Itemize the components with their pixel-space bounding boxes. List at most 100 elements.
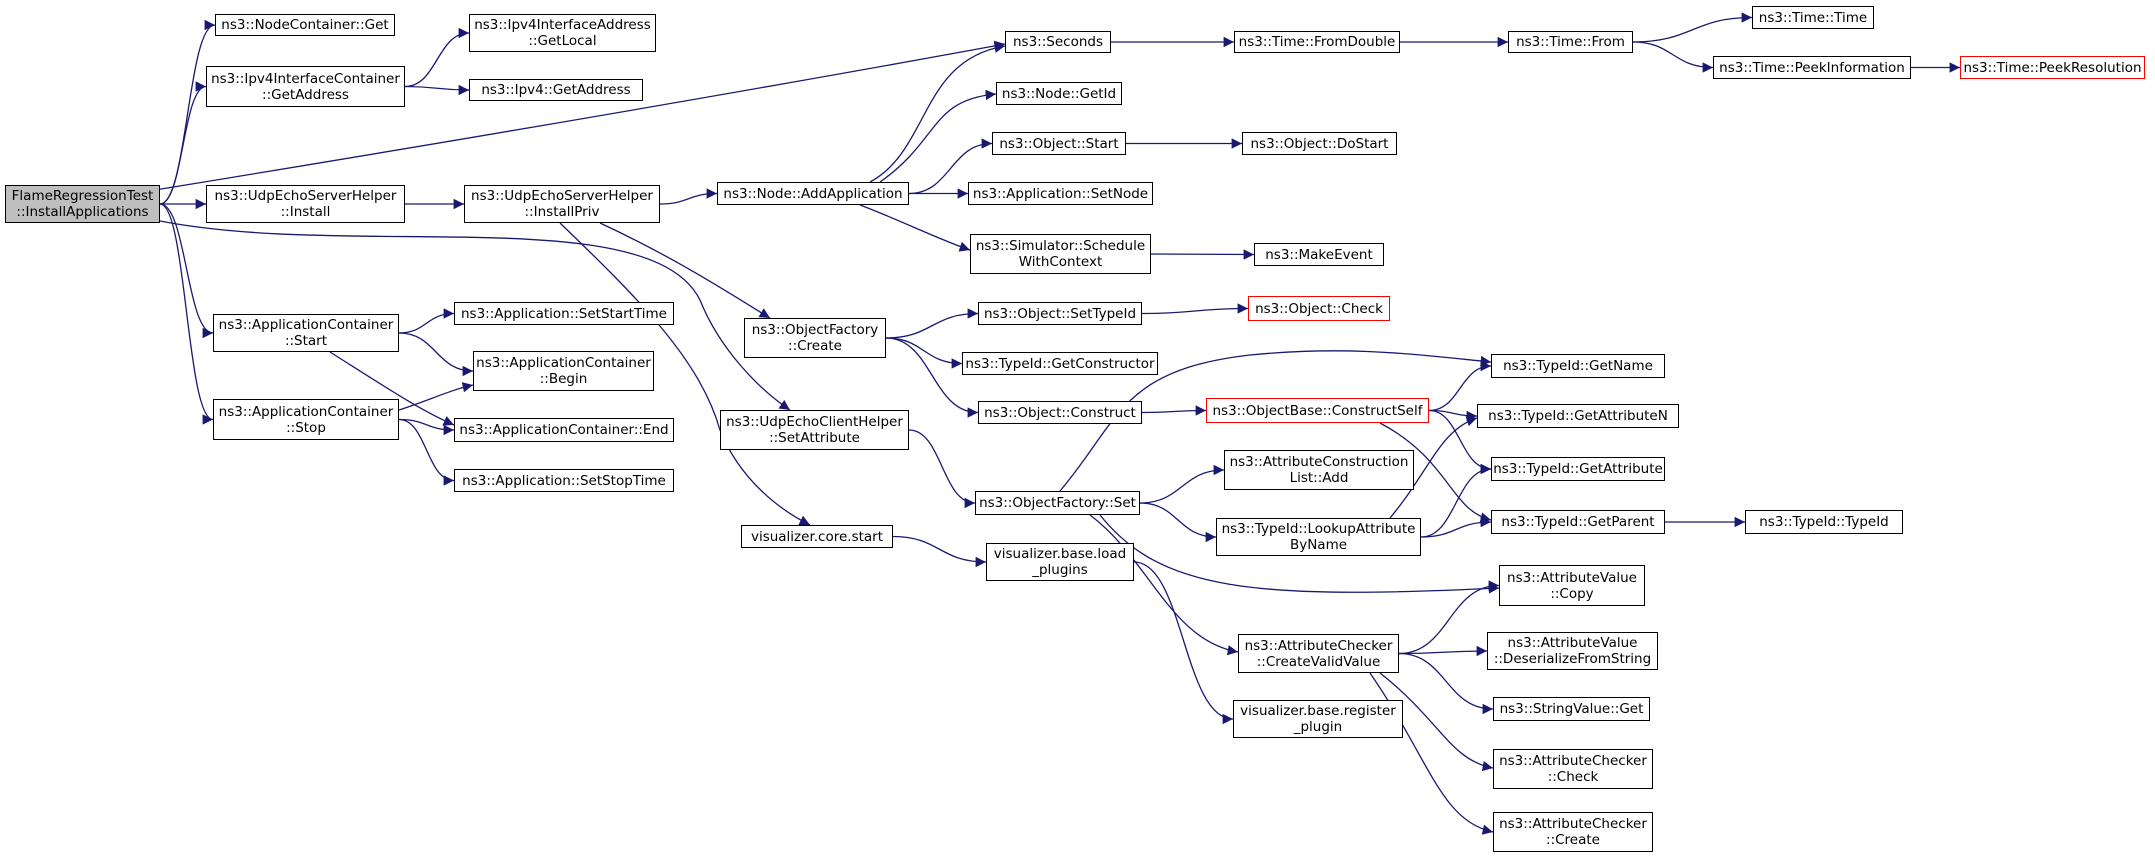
call-edge-attrchecker-createvalid-to-attrvalue-deserialize [1398,645,1488,657]
graph-node-label: List::Add [1289,470,1349,486]
graph-node-object-start[interactable]: ns3::Object::Start [992,132,1126,155]
graph-node-label: ns3::Ipv4InterfaceContainer [211,70,400,87]
graph-node-label: ns3::AttributeChecker [1244,637,1393,654]
call-edge-objfactory-set-to-attrchecker-createvalid [1089,514,1239,656]
graph-node-label: ns3::Node::AddApplication [723,185,903,202]
graph-node-label: ns3::Ipv4::GetAddress [481,82,631,98]
graph-node-node-getid[interactable]: ns3::Node::GetId [996,82,1122,105]
graph-node-label: ns3::AttributeValue [1507,635,1638,651]
graph-node-label: ns3::TypeId::GetConstructor [965,355,1155,372]
graph-node-label: ns3::AttributeChecker [1499,753,1647,769]
graph-node-label: ns3::ApplicationContainer [218,403,394,420]
call-edge-objfactory-set-to-typeid-lookupattr [1139,502,1217,543]
graph-node-app-setstoptime[interactable]: ns3::Application::SetStopTime [454,469,674,492]
call-edge-ueshelper-installpriv-to-viz-core-start [559,222,811,526]
graph-node-uechelper-setattr[interactable]: ns3::UdpEchoClientHelper::SetAttribute [720,410,909,450]
graph-node-typeid-getattrn[interactable]: ns3::TypeId::GetAttributeN [1477,404,1679,428]
graph-node-viz-core-start[interactable]: visualizer.core.start [741,525,893,548]
graph-node-label: ::Stop [286,419,326,436]
graph-node-label: visualizer.base.register [1240,703,1396,719]
graph-node-label: ns3::TypeId::TypeId [1759,514,1889,530]
graph-node-label: ns3::AttributeValue [1507,569,1637,586]
graph-node-label: ::SetAttribute [769,430,860,446]
call-edge-uechelper-setattr-to-objfactory-set [908,429,976,509]
call-edge-root-to-ipv4ic-getaddr [159,81,207,205]
graph-node-label: _plugin [1293,719,1343,735]
graph-node-time-fromdouble[interactable]: ns3::Time::FromDouble [1234,31,1400,53]
graph-node-node-addapp[interactable]: ns3::Node::AddApplication [717,182,909,205]
graph-node-typeid-typeid[interactable]: ns3::TypeId::TypeId [1745,510,1903,534]
graph-node-label: ns3::Time::From [1516,34,1625,50]
graph-node-label: ns3::AttributeConstruction [1229,454,1409,470]
graph-node-stringvalue-get[interactable]: ns3::StringValue::Get [1493,697,1650,721]
graph-node-attrchecker-check[interactable]: ns3::AttributeChecker::Check [1493,749,1653,789]
graph-node-appc-start[interactable]: ns3::ApplicationContainer::Start [213,314,399,352]
graph-node-makeevent[interactable]: ns3::MakeEvent [1254,243,1384,266]
graph-node-label: ns3::Object::Start [999,135,1119,152]
graph-node-label: ns3::Object::Construct [984,404,1136,421]
graph-node-viz-base-load[interactable]: visualizer.base.load_plugins [986,543,1134,581]
call-edge-node-addapp-to-node-getid [879,89,997,183]
call-edge-objfactory-create-to-object-construct [885,337,979,418]
graph-node-attrvalue-copy[interactable]: ns3::AttributeValue::Copy [1499,565,1645,606]
call-edge-ipv4ic-getaddr-to-ipv4-getaddr [404,84,470,96]
call-edge-time-from-to-time-peekinfo [1632,41,1714,73]
graph-node-object-check[interactable]: ns3::Object::Check [1248,296,1390,321]
call-edge-appc-stop-to-appc-end [398,418,455,436]
graph-node-label: ns3::Application::SetStopTime [462,472,666,489]
graph-node-objfactory-create[interactable]: ns3::ObjectFactory::Create [744,318,886,358]
graph-node-label: ns3::Application::SetNode [972,185,1149,202]
graph-node-label: ::InstallPriv [524,204,600,220]
graph-node-label: ::GetAddress [262,86,349,103]
graph-node-attrchecker-create[interactable]: ns3::AttributeChecker::Create [1493,812,1653,852]
graph-node-label: ns3::TypeId::GetName [1503,358,1653,374]
graph-node-appc-stop[interactable]: ns3::ApplicationContainer::Stop [213,399,399,440]
graph-node-time-peekinfo[interactable]: ns3::Time::PeekInformation [1713,56,1911,79]
call-edge-objfactory-create-to-object-settypeid [885,308,979,339]
graph-node-objfactory-set[interactable]: ns3::ObjectFactory::Set [975,491,1140,515]
graph-node-label: ::Start [284,333,328,349]
call-edge-viz-core-start-to-viz-base-load [892,535,987,568]
graph-node-label: ns3::Simulator::Schedule [975,238,1146,254]
graph-node-object-dostart[interactable]: ns3::Object::DoStart [1242,132,1397,155]
graph-node-label: ns3::TypeId::GetAttribute [1493,461,1663,477]
call-edge-objbase-constructself-to-typeid-getparent [1379,422,1492,523]
graph-node-ueshelper-install[interactable]: ns3::UdpEchoServerHelper::Install [206,185,405,223]
call-edge-objfactory-create-to-typeid-getctor [885,337,963,369]
graph-node-ipv4-getaddr[interactable]: ns3::Ipv4::GetAddress [469,79,643,101]
graph-node-attrvalue-deserialize[interactable]: ns3::AttributeValue::DeserializeFromStri… [1487,632,1658,670]
graph-node-app-setnode[interactable]: ns3::Application::SetNode [968,182,1153,205]
graph-node-time-time[interactable]: ns3::Time::Time [1752,6,1874,29]
graph-node-typeid-getctor[interactable]: ns3::TypeId::GetConstructor [962,352,1158,375]
graph-node-objbase-constructself[interactable]: ns3::ObjectBase::ConstructSelf [1206,398,1429,423]
graph-node-ueshelper-installpriv[interactable]: ns3::UdpEchoServerHelper::InstallPriv [464,185,660,223]
graph-node-label: FlameRegressionTest [11,188,154,204]
graph-node-ipv4ia-getlocal[interactable]: ns3::Ipv4InterfaceAddress::GetLocal [469,14,656,52]
graph-node-typeid-getparent[interactable]: ns3::TypeId::GetParent [1491,510,1665,534]
graph-node-label: ns3::TypeId::GetAttributeN [1488,408,1668,424]
graph-node-attrchecker-createvalid[interactable]: ns3::AttributeChecker::CreateValidValue [1238,634,1399,673]
call-edges [154,12,1960,835]
graph-node-seconds[interactable]: ns3::Seconds [1005,31,1111,53]
call-edge-sim-schedule-to-makeevent [1150,249,1255,260]
graph-node-object-settypeid[interactable]: ns3::Object::SetTypeId [978,302,1142,325]
graph-node-typeid-getname[interactable]: ns3::TypeId::GetName [1491,354,1665,378]
graph-node-time-peekres[interactable]: ns3::Time::PeekResolution [1960,56,2145,79]
graph-node-time-from[interactable]: ns3::Time::From [1508,31,1633,53]
graph-node-viz-base-register[interactable]: visualizer.base.register_plugin [1233,700,1403,738]
graph-node-appc-end[interactable]: ns3::ApplicationContainer::End [454,418,674,442]
graph-node-typeid-getattr[interactable]: ns3::TypeId::GetAttribute [1491,457,1665,481]
graph-node-label: ::Create [1546,832,1600,848]
graph-node-object-construct[interactable]: ns3::Object::Construct [978,401,1142,424]
graph-node-label: ::InstallApplications [16,204,149,220]
graph-node-ipv4ic-getaddr[interactable]: ns3::Ipv4InterfaceContainer::GetAddress [206,66,405,107]
graph-node-label: ns3::StringValue::Get [1499,701,1644,717]
call-edge-object-settypeid-to-object-check [1141,303,1249,315]
call-edge-attrchecker-createvalid-to-attrvalue-copy [1398,580,1500,655]
graph-node-appc-begin[interactable]: ns3::ApplicationContainer::Begin [473,351,654,391]
graph-node-app-setstarttime[interactable]: ns3::Application::SetStartTime [454,302,674,325]
graph-node-nc-get[interactable]: ns3::NodeContainer::Get [215,14,395,36]
